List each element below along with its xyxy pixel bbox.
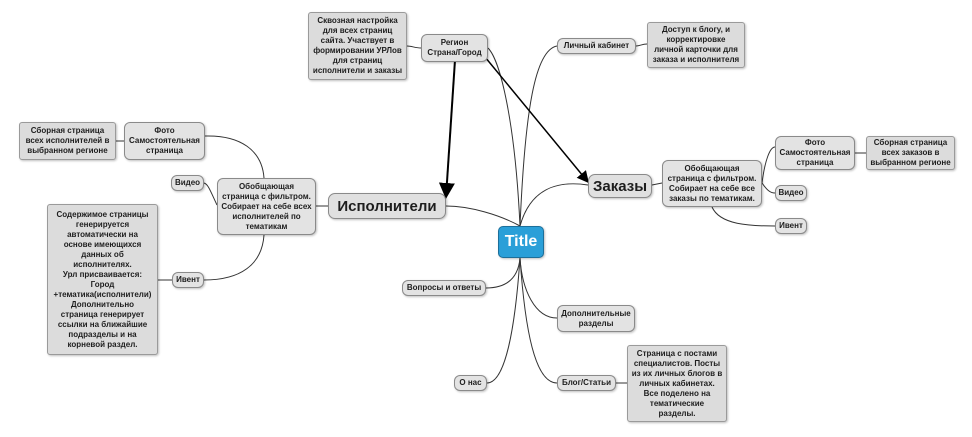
link-root-cabinet [519,45,558,227]
extra-sections-node[interactable]: Дополнительные разделы [557,305,635,332]
performers-photo-note: Сборная страница всех исполнителей в выб… [19,122,116,160]
orders-aggregate-node[interactable]: Обобщающая страница с фильтром. Собирает… [662,160,762,207]
performers-aggregate-node[interactable]: Обобщающая страница с фильтром. Собирает… [217,178,316,235]
link-root-performers [445,205,521,227]
orders-video-node[interactable]: Видео [775,185,807,201]
performers-node[interactable]: Исполнители [328,193,446,219]
link-cabinet-note [635,43,648,47]
arrow-region-to-performers [438,59,456,199]
link-perfagg-photo [204,135,265,179]
performers-photo-node[interactable]: Фото Самостоятельная страница [124,122,205,160]
link-agg-photo [761,146,776,184]
link-agg-event [711,206,776,227]
performers-video-node[interactable]: Видео [171,175,204,191]
blog-note: Страница с постами специалистов. Посты и… [627,345,727,422]
performers-event-note: Содержимое страницы генерируется автомат… [47,204,158,355]
link-perfagg-video [203,182,218,206]
orders-node[interactable]: Заказы [588,174,652,198]
root-node[interactable]: Title [498,226,544,258]
link-agg-video [761,182,776,194]
faq-node[interactable]: Вопросы и ответы [402,280,486,296]
region-node[interactable]: Регион Страна/Город [421,34,488,62]
link-region-note [406,45,422,49]
performers-event-node[interactable]: Ивент [172,272,204,288]
orders-photo-note: Сборная страница всех заказов в выбранно… [866,136,955,170]
orders-photo-node[interactable]: Фото Самостоятельная страница [775,136,855,170]
link-perfagg-event [203,234,265,281]
about-node[interactable]: О нас [454,375,487,391]
cabinet-node[interactable]: Личный кабинет [557,38,636,54]
link-root-region [487,47,521,227]
region-note: Сквозная настройка для всех страниц сайт… [308,12,407,80]
orders-event-node[interactable]: Ивент [775,218,807,234]
link-orders-agg [651,182,663,186]
link-root-extra [519,257,558,319]
blog-node[interactable]: Блог/Статьи [557,375,616,391]
link-root-faq [485,257,521,289]
link-root-orders [519,183,589,227]
link-root-about [486,257,521,384]
arrow-region-to-orders [484,56,589,184]
cabinet-note: Доступ к блогу, и корректировке личной к… [647,22,745,68]
link-root-blog [519,257,558,384]
